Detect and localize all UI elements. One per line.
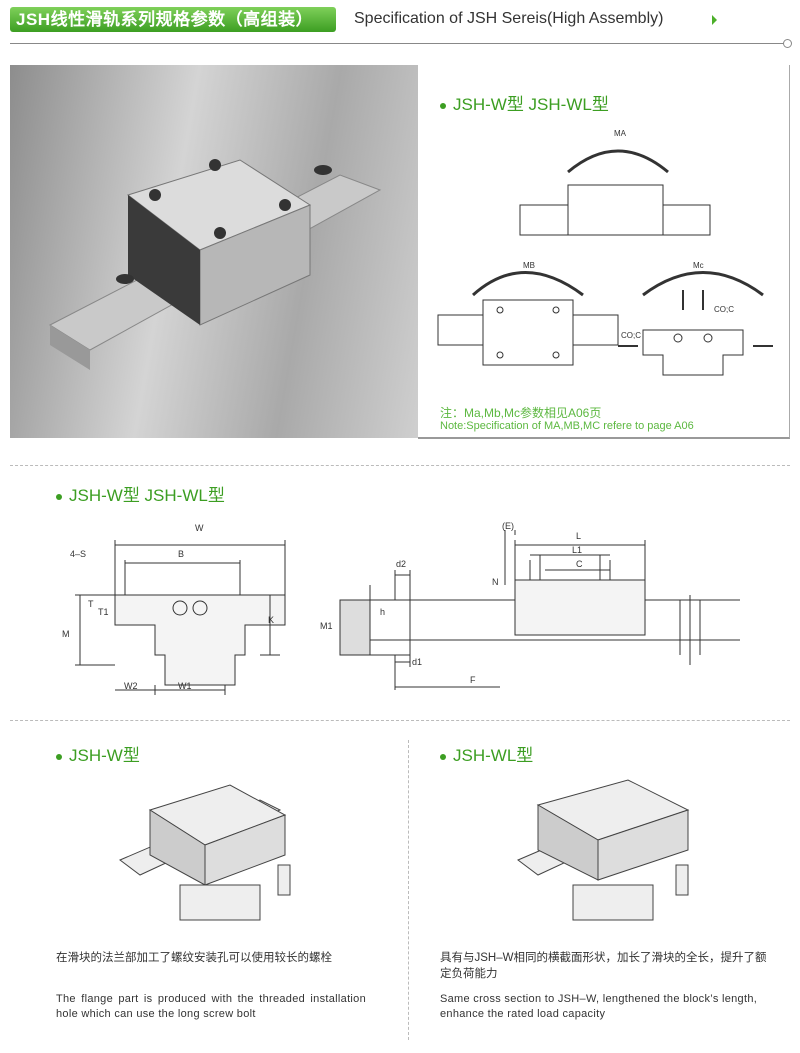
- type-w-title-text: JSH-W型: [69, 746, 140, 765]
- mc-label: Mc: [693, 261, 704, 270]
- type-wl-desc-cn: 具有与JSH–W相同的横截面形状，加长了滑块的全长，提升了额定负荷能力: [440, 952, 767, 980]
- type-w-desc-en: The flange part is produced with the thr…: [56, 993, 366, 1020]
- header-divider: [10, 43, 784, 44]
- dim-b: B: [178, 549, 184, 559]
- type-wl-title: JSH-WL型: [440, 741, 533, 766]
- dim-d1: d1: [412, 657, 422, 667]
- dim-f: F: [470, 675, 476, 685]
- dim-c: C: [576, 559, 583, 569]
- section-divider: [10, 720, 790, 721]
- section-divider: [10, 465, 790, 466]
- dim-d2: d2: [396, 559, 406, 569]
- moment-note-cn: 注：Ma,Mb,Mc参数相见A06页: [440, 406, 602, 420]
- linear-guide-photo: [48, 159, 382, 370]
- bullet-icon: [56, 753, 62, 760]
- moment-panel: JSH-W型 JSH-WL型 MA MB Mc CO;C CO;C 注：Ma,M…: [418, 65, 790, 439]
- co-label-left: CO;C: [621, 331, 641, 340]
- column-divider: [408, 740, 409, 1040]
- ma-label: MA: [614, 129, 627, 138]
- moment-panel-title-text: JSH-W型 JSH-WL型: [453, 95, 609, 114]
- type-wl-illustration: [517, 779, 690, 921]
- dim-m1: M1: [320, 621, 333, 631]
- dim-l: L: [576, 531, 581, 541]
- dim-w2: W2: [124, 681, 138, 691]
- mb-label: MB: [523, 261, 535, 270]
- dim-l1: L1: [572, 545, 582, 555]
- section-title-english: Specification of JSH Sereis(High Assembl…: [354, 10, 664, 27]
- dim-w1: W1: [178, 681, 192, 691]
- type-wl-card: JSH-WL型 具有与JSH–W相同的横截面形状，加长了滑块的全长，提升了额定负…: [408, 730, 800, 1050]
- bullet-icon: [440, 102, 446, 109]
- type-wl-desc-en: Same cross section to JSH–W, lengthened …: [440, 993, 758, 1020]
- dimensions-title: JSH-W型 JSH-WL型: [56, 481, 225, 506]
- dimension-drawings: W B 4–S T T1 M K W2 W1 d2 h M1 d1 F (E) …: [62, 521, 740, 695]
- dim-m: M: [62, 629, 70, 639]
- section-title-badge: JSH线性滑轨系列规格参数（高组装）: [10, 7, 336, 32]
- dim-s: 4–S: [70, 549, 86, 559]
- moment-diagrams: MA MB Mc CO;C CO;C: [437, 129, 773, 376]
- bullet-icon: [440, 753, 446, 760]
- type-w-title: JSH-W型: [56, 741, 140, 766]
- product-photo: [10, 65, 418, 438]
- bullet-icon: [56, 493, 62, 500]
- moment-panel-title: JSH-W型 JSH-WL型: [440, 90, 609, 115]
- type-w-desc-cn: 在滑块的法兰部加工了螺纹安装孔可以使用较长的螺栓: [56, 952, 332, 964]
- co-label-right: CO;C: [714, 305, 734, 314]
- dim-t1: T1: [98, 607, 109, 617]
- type-w-illustration: [119, 784, 291, 921]
- dim-n: N: [492, 577, 499, 587]
- divider-end-icon: [783, 39, 792, 48]
- arrow-right-icon: [712, 15, 717, 25]
- dim-w: W: [195, 523, 204, 533]
- dim-e: (E): [502, 521, 514, 531]
- dim-k: K: [268, 615, 274, 625]
- dim-t: T: [88, 599, 94, 609]
- type-wl-title-text: JSH-WL型: [453, 746, 534, 765]
- type-w-card: JSH-W型 在滑块的法兰部加工了螺纹安装孔可以使用较长的螺栓 The flan…: [0, 730, 408, 1050]
- dim-h: h: [380, 607, 385, 617]
- dimensions-title-text: JSH-W型 JSH-WL型: [69, 486, 225, 505]
- moment-note-en: Note:Specification of MA,MB,MC refere to…: [440, 420, 694, 432]
